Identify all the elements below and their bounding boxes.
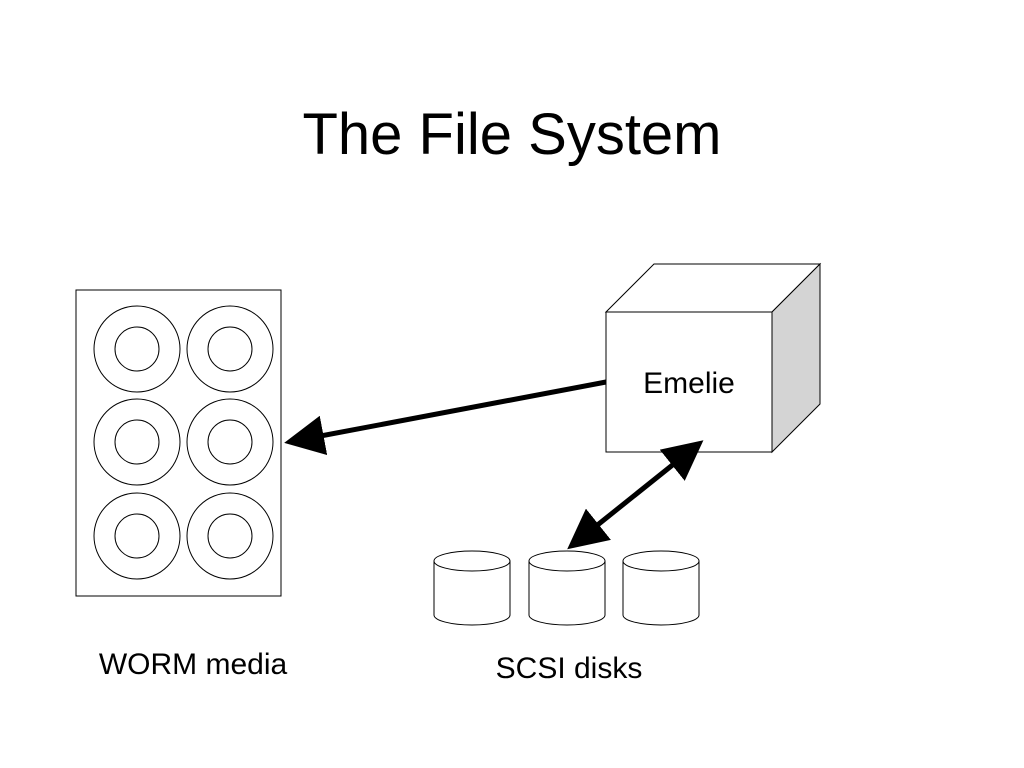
scsi-disks-label: SCSI disks	[496, 652, 643, 685]
arrow-server-scsi	[567, 440, 704, 550]
worm-disc	[186, 305, 274, 393]
scsi-disk	[528, 550, 606, 626]
arrow-server-to-worm	[284, 379, 607, 456]
server-cube	[604, 262, 822, 454]
worm-media-group	[75, 289, 282, 597]
cube-front-face	[605, 311, 773, 453]
worm-disc	[93, 492, 181, 580]
server-label: Emelie	[643, 367, 735, 400]
slide-title: The File System	[302, 102, 722, 167]
worm-disc	[186, 492, 274, 580]
scsi-disk	[433, 550, 511, 626]
worm-media-label: WORM media	[99, 648, 288, 681]
worm-disc	[93, 398, 181, 486]
worm-disc	[186, 398, 274, 486]
worm-disc	[93, 305, 181, 393]
scsi-disk	[622, 550, 700, 626]
